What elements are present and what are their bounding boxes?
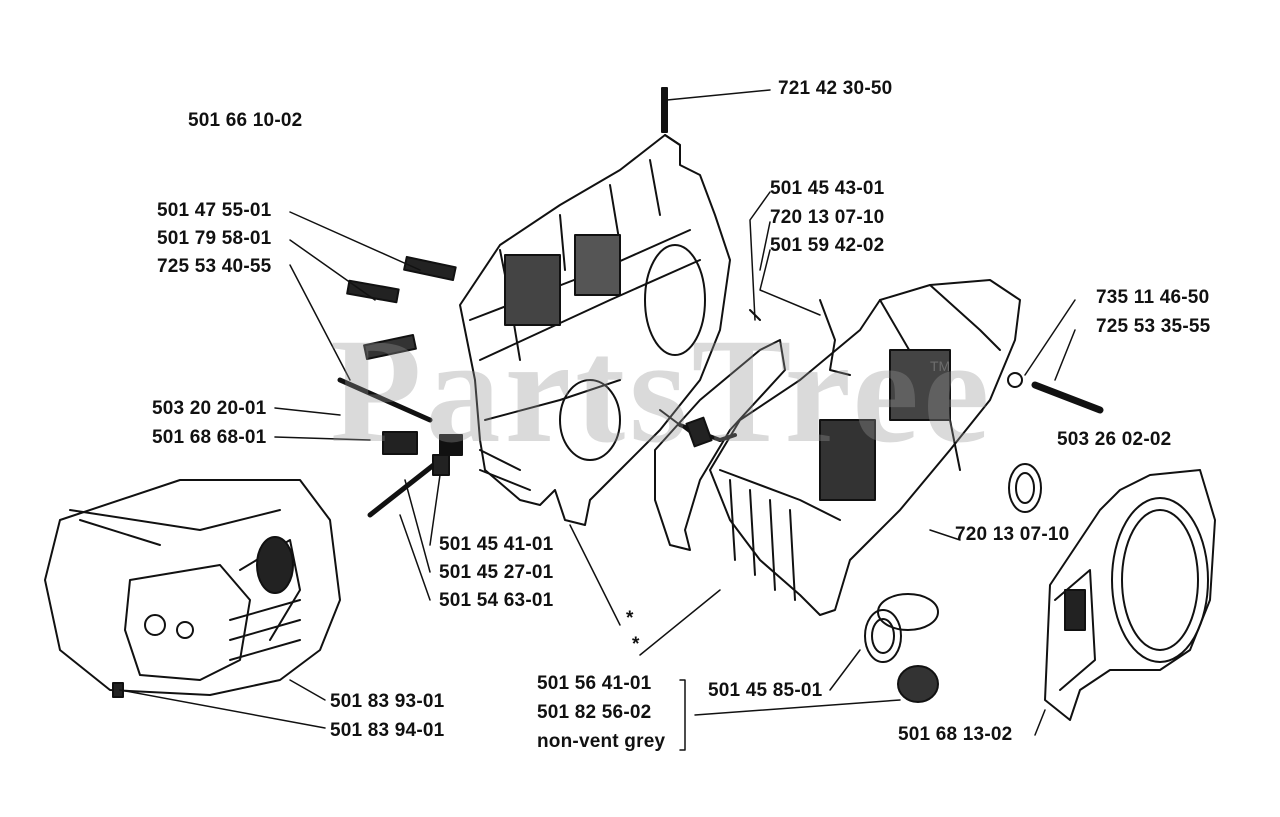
seal-part [864,463,1042,703]
label-501-54-63-01: 501 54 63-01 [439,590,554,611]
label-asterisk-1: * [626,608,634,629]
watermark-trademark: TM [930,358,951,374]
leader-lines [119,89,1076,751]
label-501-68-68-01: 501 68 68-01 [152,427,267,448]
label-725-53-35-55: 725 53 35-55 [1096,316,1211,337]
label-501-47-55-01: 501 47 55-01 [157,200,272,221]
starter-housing-part [1044,469,1216,721]
label-503-20-20-01: 503 20 20-01 [152,398,267,419]
label-501-79-58-01: 501 79 58-01 [157,228,272,249]
gasket-part [654,339,786,551]
label-501-56-41-01: 501 56 41-01 [537,673,652,694]
crankcase-half-part [459,134,731,526]
label-720-13-07-10-b: 720 13 07-10 [955,524,1070,545]
label-501-45-43-01: 501 45 43-01 [770,178,885,199]
label-501-68-13-02: 501 68 13-02 [898,724,1013,745]
label-501-45-27-01: 501 45 27-01 [439,562,554,583]
label-503-26-02-02: 503 26 02-02 [1057,429,1172,450]
watermark: PartsTree [330,308,994,474]
crankcase-cover-part [709,279,1021,616]
label-501-59-42-02: 501 59 42-02 [770,235,885,256]
chain-cover-part [44,479,341,696]
label-501-45-85-01: 501 45 85-01 [708,680,823,701]
label-725-53-40-55: 725 53 40-55 [157,256,272,277]
label-720-13-07-10-a: 720 13 07-10 [770,207,885,228]
fasteners-part [112,87,1104,698]
label-non-vent-grey: non-vent grey [537,731,666,752]
label-735-11-46-50: 735 11 46-50 [1096,287,1210,308]
label-asterisk-2: * [632,634,640,655]
label-assembly: 501 66 10-02 [188,110,303,131]
label-pin-top: 721 42 30-50 [778,78,893,99]
label-501-83-93-01: 501 83 93-01 [330,691,445,712]
label-501-82-56-02: 501 82 56-02 [537,702,652,723]
label-501-45-41-01: 501 45 41-01 [439,534,554,555]
label-501-83-94-01: 501 83 94-01 [330,720,445,741]
